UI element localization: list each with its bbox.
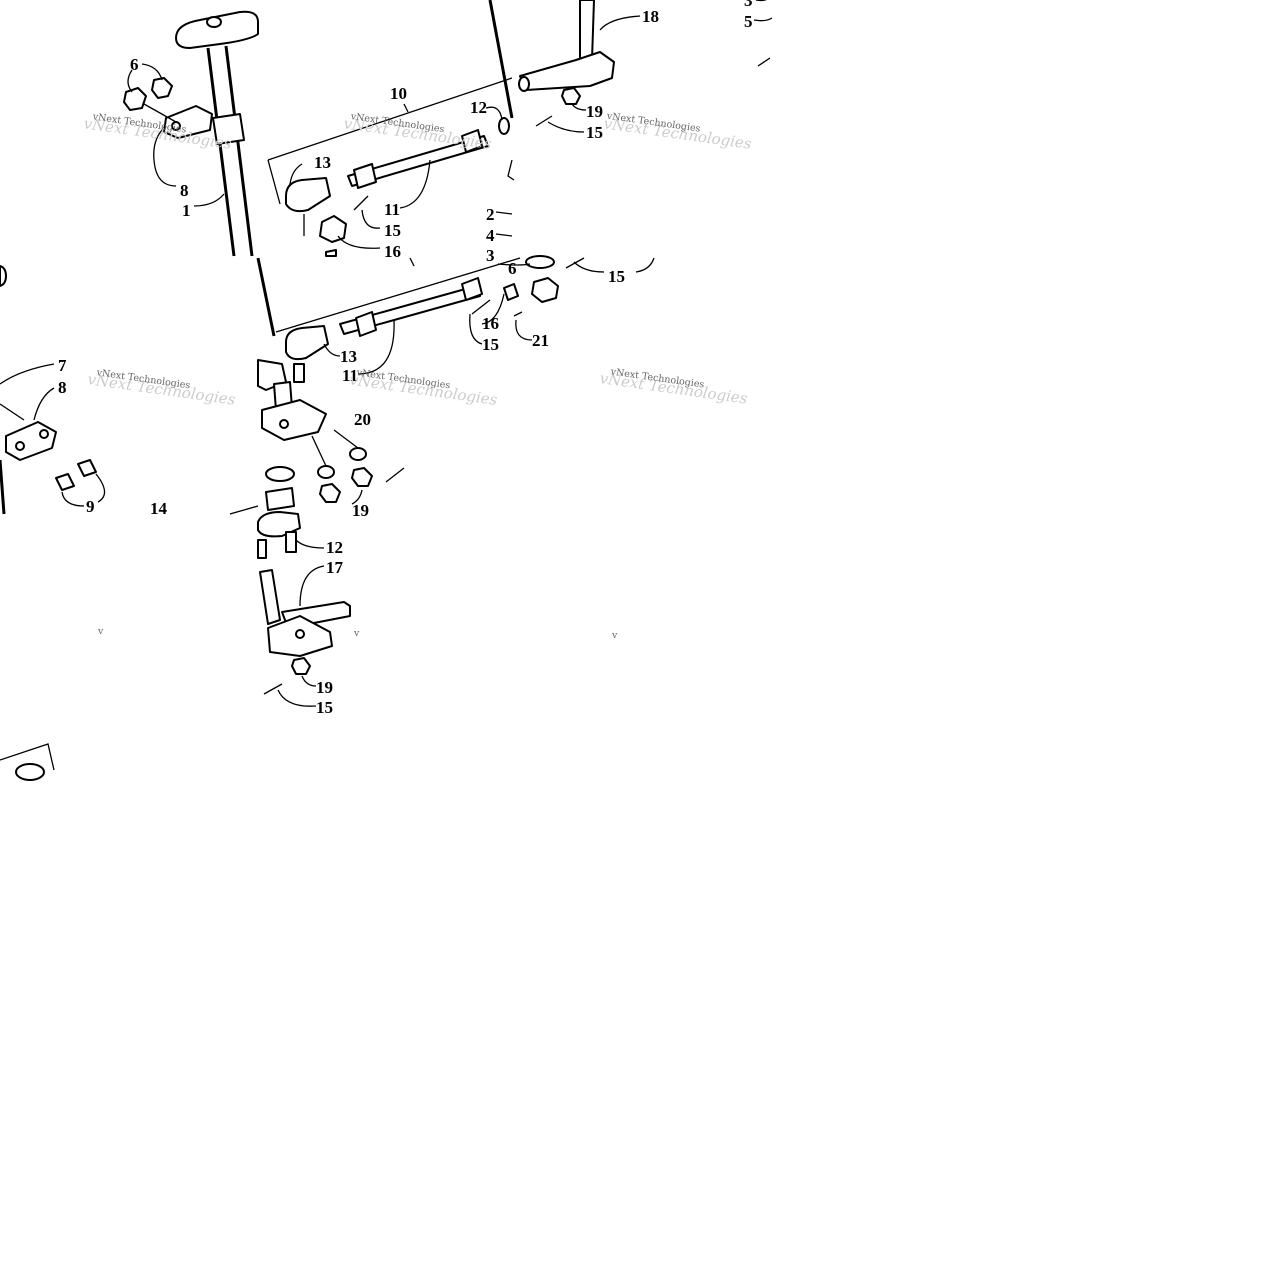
cotter-pin bbox=[353, 195, 369, 211]
cotter-pin-left bbox=[471, 299, 491, 315]
frame-edge-line bbox=[488, 0, 514, 119]
callout-16: 16 bbox=[384, 242, 401, 261]
washers-part-20 bbox=[311, 429, 367, 479]
tile-middle bbox=[256, 255, 655, 511]
callout-11: 11 bbox=[384, 200, 400, 219]
callout-15-a: 15 bbox=[384, 221, 401, 240]
callout-15-b: 15 bbox=[586, 123, 603, 142]
callout-9: 9 bbox=[86, 497, 95, 516]
leaders-tile3 bbox=[0, 363, 106, 507]
strip-top-right bbox=[753, 0, 773, 67]
nut-part-6 bbox=[123, 77, 177, 123]
callout-8-b: 8 bbox=[58, 378, 67, 397]
bushing-stack bbox=[265, 466, 295, 511]
tie-rod-lower bbox=[339, 277, 483, 337]
tile-bottom bbox=[0, 505, 351, 781]
callout-10: 10 bbox=[390, 84, 407, 103]
watermark-fragment: v bbox=[353, 628, 360, 639]
tile-top-left bbox=[123, 0, 641, 257]
callout-14: 14 bbox=[150, 499, 168, 518]
bracket-edge bbox=[507, 159, 515, 181]
frame-edge-line-bottom bbox=[229, 505, 259, 515]
callout-17: 17 bbox=[326, 558, 344, 577]
castle-nut bbox=[319, 215, 347, 257]
callout-15-e: 15 bbox=[316, 698, 333, 717]
partial-part-bottom-left bbox=[0, 743, 55, 781]
callout-8: 8 bbox=[180, 181, 189, 200]
washer-part-12 bbox=[498, 117, 510, 135]
steering-bracket-lower bbox=[5, 421, 57, 461]
steering-post-plate bbox=[175, 10, 259, 49]
cotter-pin-right bbox=[535, 115, 553, 127]
callout-6: 6 bbox=[130, 55, 139, 74]
frame-edge-line-lower bbox=[256, 257, 276, 337]
tie-rod-end bbox=[285, 177, 331, 236]
cap-nut bbox=[503, 255, 559, 303]
callout-labels: 6 8 1 10 12 13 11 15 16 18 19 15 2 4 3 5… bbox=[58, 0, 753, 717]
tie-rod-box-lower bbox=[275, 257, 521, 333]
tile-left-middle bbox=[0, 265, 106, 515]
callout-21: 21 bbox=[532, 331, 549, 350]
steering-post-shaft bbox=[206, 45, 254, 257]
nuts-part-19-middle bbox=[319, 467, 373, 503]
steering-shaft-lower bbox=[0, 459, 6, 515]
tie-rod-end-bottom bbox=[257, 511, 301, 559]
callout-1: 1 bbox=[182, 201, 191, 220]
tie-rod-end-lower bbox=[285, 325, 329, 383]
callout-3-b: 3 bbox=[486, 246, 495, 265]
callout-18: 18 bbox=[642, 7, 659, 26]
callout-12-b: 12 bbox=[326, 538, 343, 557]
callout-11-b: 11 bbox=[342, 366, 358, 385]
leaders-tile4 bbox=[277, 539, 325, 707]
callout-19-b: 19 bbox=[352, 501, 369, 520]
callout-7: 7 bbox=[58, 356, 67, 375]
callout-20: 20 bbox=[354, 410, 371, 429]
cotter-pin-21 bbox=[513, 311, 523, 317]
callout-13-b: 13 bbox=[340, 347, 357, 366]
nut-part-19-bottom bbox=[291, 657, 311, 675]
cotter-pin-bottom bbox=[263, 683, 283, 695]
callout-12: 12 bbox=[470, 98, 487, 117]
callout-6-b: 6 bbox=[508, 259, 517, 278]
tie-rod-assembly-box bbox=[267, 77, 513, 205]
spindle-left bbox=[259, 569, 351, 657]
callout-15-d: 15 bbox=[482, 335, 499, 354]
nut-part-19 bbox=[561, 87, 581, 105]
callout-5: 5 bbox=[744, 12, 753, 31]
callout-19: 19 bbox=[586, 102, 603, 121]
callout-15-c: 15 bbox=[608, 267, 625, 286]
spindle-right bbox=[518, 0, 615, 92]
leaders-tile1 bbox=[127, 15, 641, 249]
callout-3: 3 bbox=[744, 0, 753, 10]
partial-part-left bbox=[0, 265, 7, 287]
watermark-fragment: v bbox=[611, 630, 618, 641]
tie-rod bbox=[347, 129, 489, 189]
cotter-pin-middle bbox=[385, 467, 405, 483]
callout-2: 2 bbox=[486, 205, 495, 224]
callout-16-b: 16 bbox=[482, 314, 499, 333]
callout-13: 13 bbox=[314, 153, 331, 172]
watermark-fragment: v bbox=[97, 626, 104, 637]
spindle-left-upper bbox=[257, 359, 327, 441]
callout-4: 4 bbox=[486, 226, 495, 245]
callout-19-c: 19 bbox=[316, 678, 333, 697]
leaders-tile2 bbox=[323, 257, 655, 505]
bushings-part-9 bbox=[55, 459, 97, 491]
